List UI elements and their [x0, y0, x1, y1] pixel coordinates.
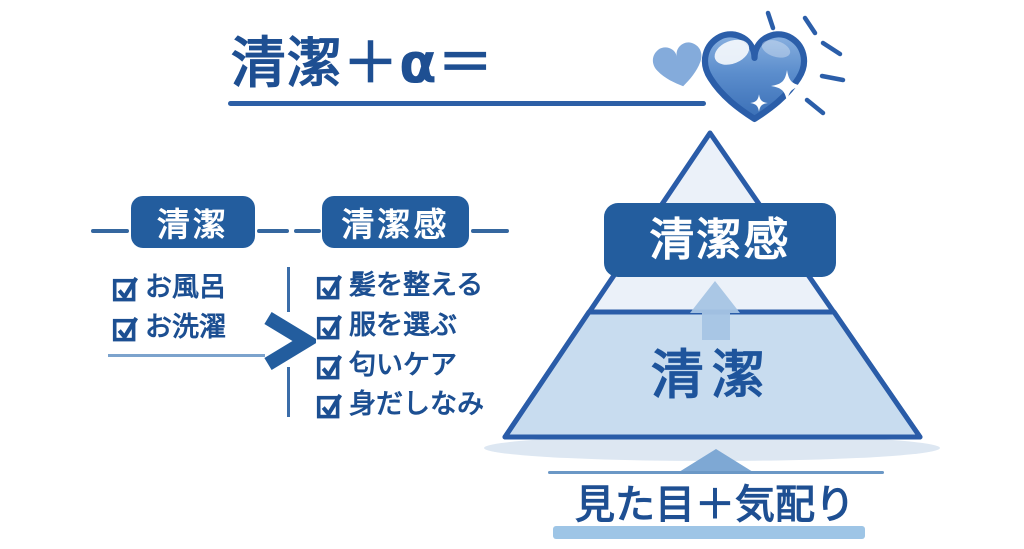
sparkling-heart-icon — [652, 10, 846, 123]
pyramid-top-label: 清潔感 — [649, 213, 791, 266]
list-item-label: 身だしなみ — [349, 388, 484, 420]
pyramid-lower-section — [502, 309, 923, 440]
connector-line — [471, 229, 509, 233]
list-item-label: お風呂 — [145, 271, 226, 303]
left-list-underline — [108, 354, 265, 357]
pyramid-caption: 見た目＋気配り — [575, 482, 855, 528]
connector-line — [294, 229, 321, 233]
checkbox-icon — [112, 276, 139, 302]
big-heart-icon — [701, 31, 808, 123]
up-arrow-icon — [690, 281, 740, 340]
base-line — [548, 471, 884, 474]
connector-line — [257, 229, 289, 233]
caption-underline — [553, 526, 865, 539]
list-item: 身だしなみ — [316, 389, 484, 419]
equation-title: 清潔＋α＝ — [231, 31, 494, 95]
impression-tag: 清潔感 — [322, 196, 469, 248]
pyramid-top-band — [604, 203, 836, 277]
list-item: 匂いケア — [316, 350, 457, 380]
list-item-label: 服を選ぶ — [349, 309, 457, 341]
list-item: 髪を整える — [316, 270, 483, 300]
rays-icon — [765, 10, 846, 116]
list-item: 服を選ぶ — [316, 310, 457, 340]
base-arrow-tip-icon — [679, 449, 753, 472]
sparkle-small-icon — [750, 94, 768, 112]
clean-tag: 清潔 — [131, 196, 255, 248]
pyramid-base-label: 清潔 — [651, 345, 773, 406]
shadow-ellipse — [484, 435, 940, 461]
list-item: お風呂 — [112, 272, 226, 302]
impression-tag-label: 清潔感 — [341, 205, 450, 244]
sparkle-icon — [771, 70, 803, 102]
checkbox-icon — [316, 314, 343, 340]
list-item-label: 匂いケア — [349, 349, 457, 381]
checkbox-icon — [112, 316, 139, 342]
checkbox-icon — [316, 354, 343, 380]
greater-than-icon — [264, 312, 316, 370]
list-item-label: 髪を整える — [349, 269, 484, 301]
connector-line — [91, 229, 129, 233]
title-underline — [228, 101, 706, 106]
checkbox-icon — [316, 274, 343, 300]
list-item: お洗濯 — [112, 312, 226, 342]
checkbox-icon — [316, 393, 343, 419]
small-heart-icon — [652, 42, 702, 87]
pyramid-graphic — [484, 130, 940, 461]
divider-line — [287, 367, 290, 417]
clean-tag-label: 清潔 — [157, 205, 229, 244]
list-item-label: お洗濯 — [145, 311, 226, 343]
divider-line — [287, 267, 290, 312]
